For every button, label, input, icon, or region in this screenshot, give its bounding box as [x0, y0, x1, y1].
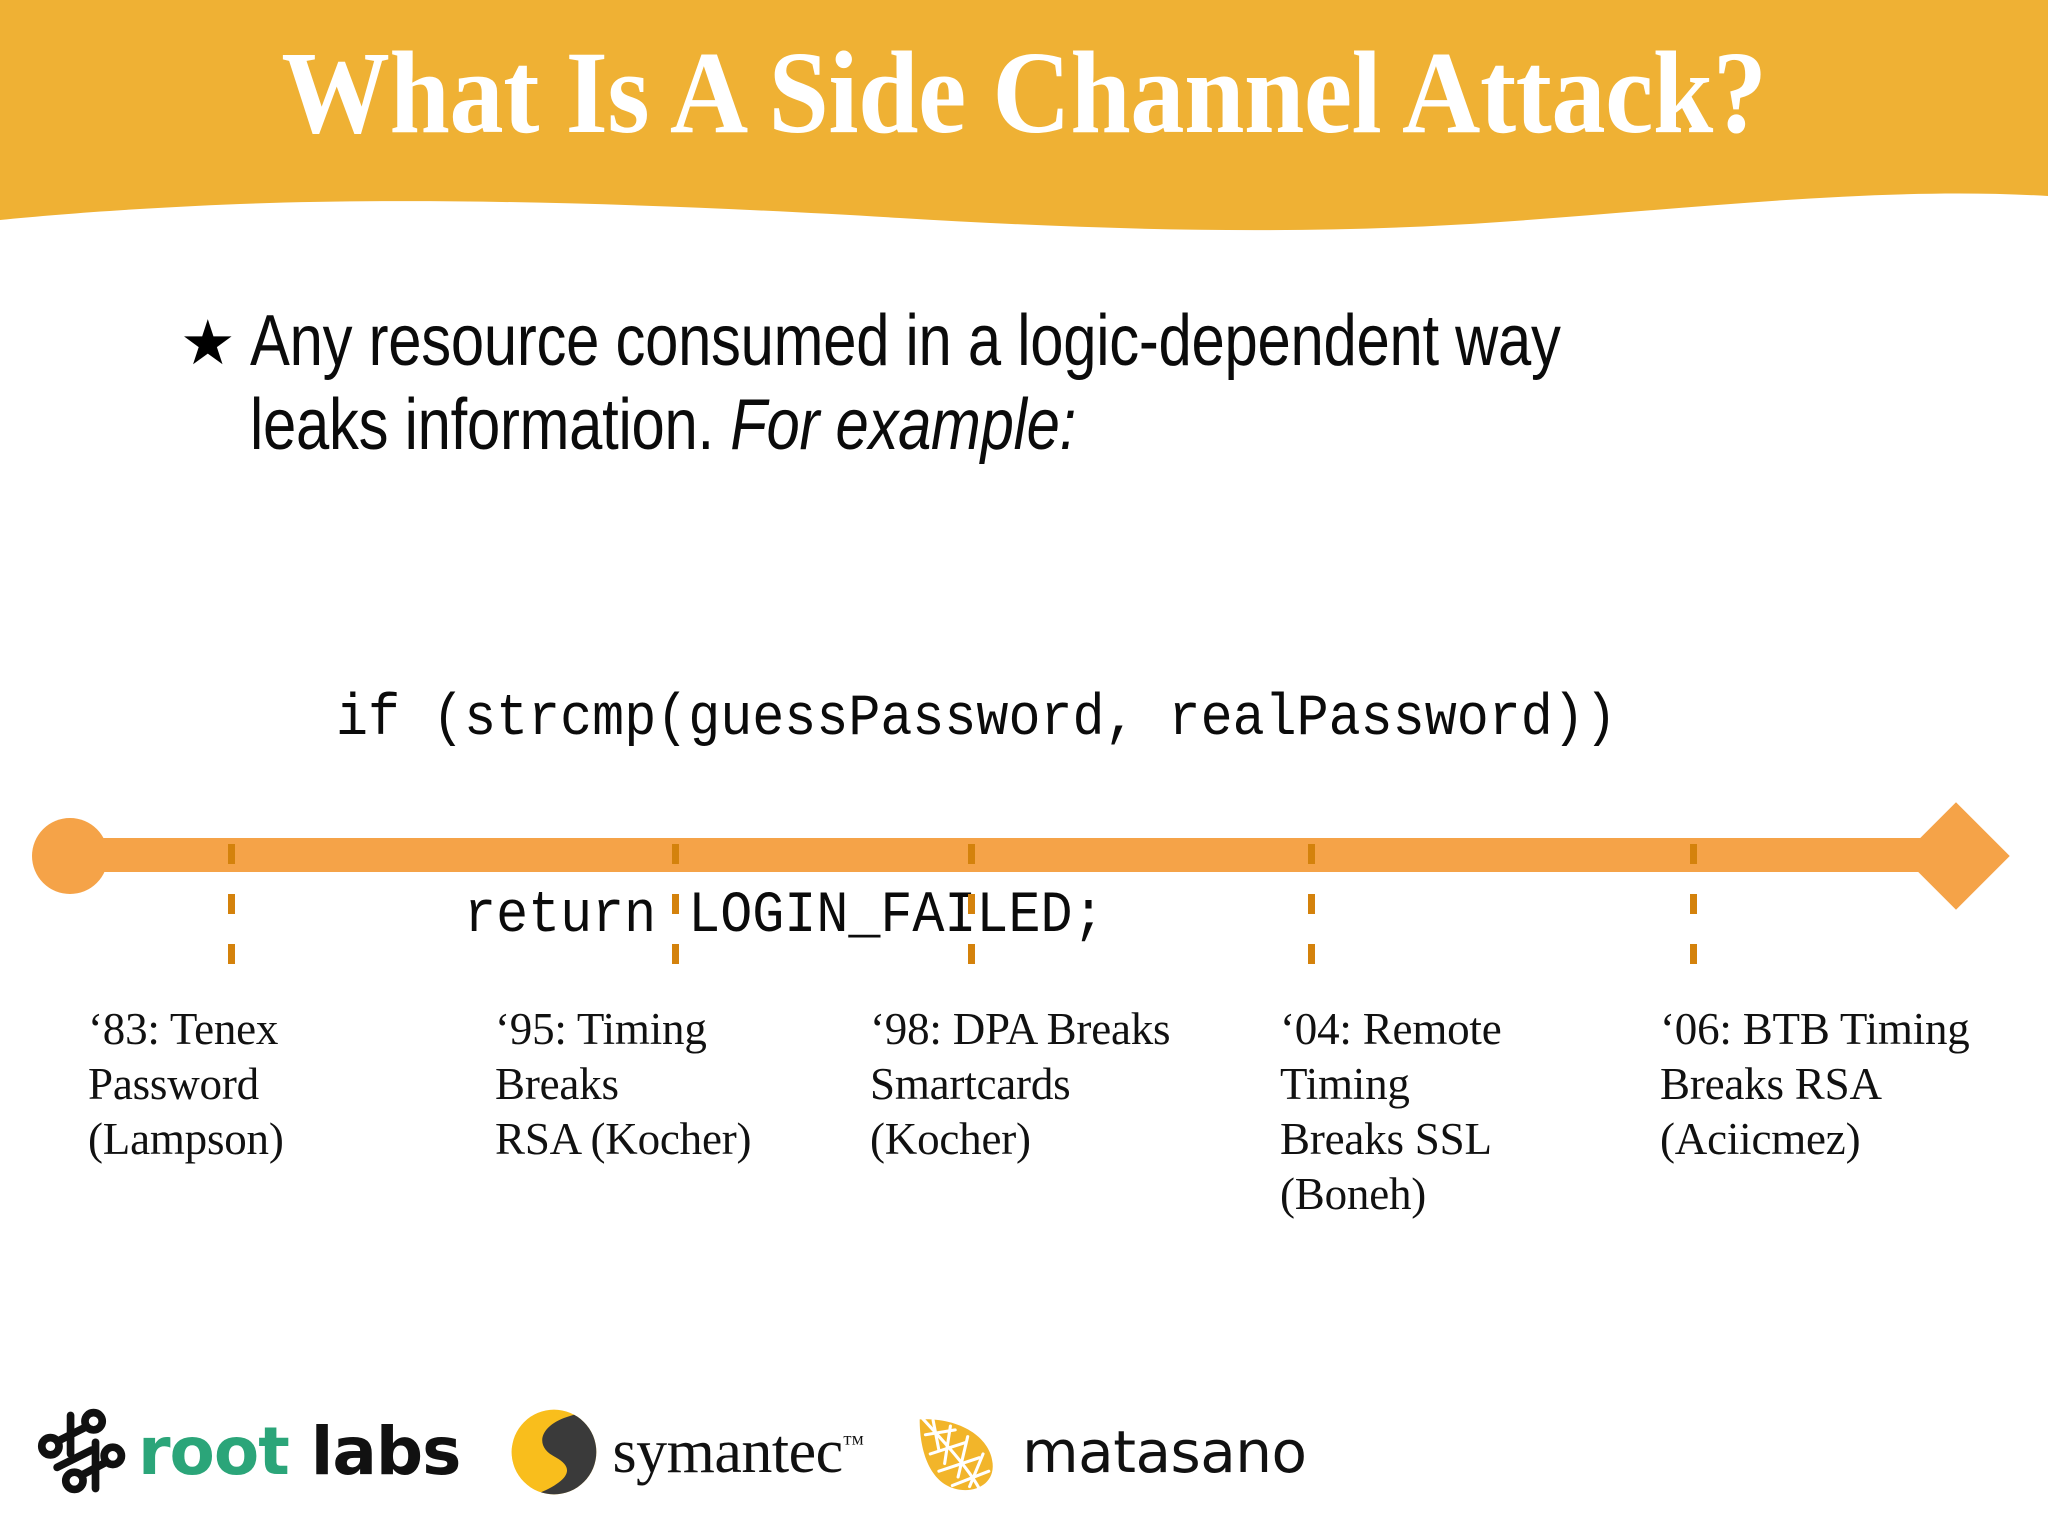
slide-header: What Is A Side Channel Attack? [0, 0, 2048, 270]
logo-matasano: matasano [912, 1404, 1307, 1500]
timeline-label-5: ‘06: BTB Timing Breaks RSA (Aciicmez) [1660, 1002, 1990, 1167]
timeline-tick-1 [228, 844, 235, 992]
timeline-label-5-line-1: ‘06: BTB Timing [1660, 1004, 1970, 1054]
timeline-label-3: ‘98: DPA Breaks Smartcards (Kocher) [870, 1002, 1230, 1167]
code-line-2: return LOGIN_FAILED; [464, 883, 1105, 949]
page-title: What Is A Side Channel Attack? [281, 27, 1767, 158]
timeline [0, 800, 2048, 1120]
bullet-row: ★ Any resource consumed in a logic-depen… [180, 300, 1880, 467]
matasano-wordmark: matasano [1022, 1418, 1307, 1486]
matasano-leaf-icon [919, 1415, 993, 1491]
timeline-end-diamond-icon [1902, 802, 2010, 910]
bullet-text-emphasis: For example: [729, 384, 1076, 465]
symantec-word: symantec [612, 1418, 843, 1486]
logo-symantec: symantec™ [508, 1406, 864, 1498]
timeline-label-4-line-1: ‘04: Remote Timing [1280, 1004, 1502, 1109]
timeline-label-2: ‘95: Timing Breaks RSA (Kocher) [495, 1002, 825, 1167]
timeline-label-2-line-2: RSA (Kocher) [495, 1113, 752, 1164]
root-labs-wordmark: root labs [138, 1419, 461, 1485]
timeline-label-5-line-3: (Aciicmez) [1660, 1113, 1861, 1164]
bullet-block: ★ Any resource consumed in a logic-depen… [180, 300, 1880, 467]
root-labs-word-root: root [138, 1413, 290, 1490]
timeline-label-4-line-2: Breaks SSL (Boneh) [1280, 1113, 1491, 1219]
symantec-wordmark: symantec™ [612, 1421, 864, 1483]
bullet-text-main: Any resource consumed in a logic-depende… [249, 301, 1561, 465]
timeline-label-1-line-2: Password (Lampson) [88, 1058, 284, 1164]
timeline-tick-2 [672, 844, 679, 992]
timeline-tick-3 [968, 844, 975, 992]
star-bullet-icon: ★ [180, 309, 236, 378]
timeline-label-3-line-1: ‘98: DPA Breaks [870, 1004, 1171, 1054]
symantec-trademark: ™ [842, 1430, 865, 1456]
timeline-label-2-line-1: ‘95: Timing Breaks [495, 1004, 707, 1109]
code-sample: if (strcmp(guessPassword, realPassword))… [336, 556, 1617, 1080]
code-line-1: if (strcmp(guessPassword, realPassword)) [336, 687, 1617, 753]
header-wave-shape [0, 0, 2048, 231]
timeline-label-1-line-1: ‘83: Tenex [88, 1004, 279, 1054]
timeline-label-4: ‘04: Remote Timing Breaks SSL (Boneh) [1280, 1002, 1630, 1222]
timeline-tick-5 [1690, 844, 1697, 992]
root-labs-word-labs: labs [288, 1413, 462, 1490]
timeline-bar [40, 838, 1958, 872]
timeline-label-1: ‘83: Tenex Password (Lampson) [88, 1002, 418, 1167]
root-labs-circuit-icon [37, 1408, 126, 1494]
timeline-tick-4 [1308, 844, 1315, 992]
symantec-circle-icon [512, 1409, 597, 1495]
timeline-label-5-line-2: Breaks RSA [1660, 1058, 1882, 1109]
bullet-text: Any resource consumed in a logic-depende… [250, 300, 1603, 467]
timeline-label-3-line-2: Smartcards (Kocher) [870, 1058, 1071, 1164]
footer-logos: root labs symantec™ [36, 1392, 1355, 1512]
logo-root-labs: root labs [36, 1404, 461, 1500]
